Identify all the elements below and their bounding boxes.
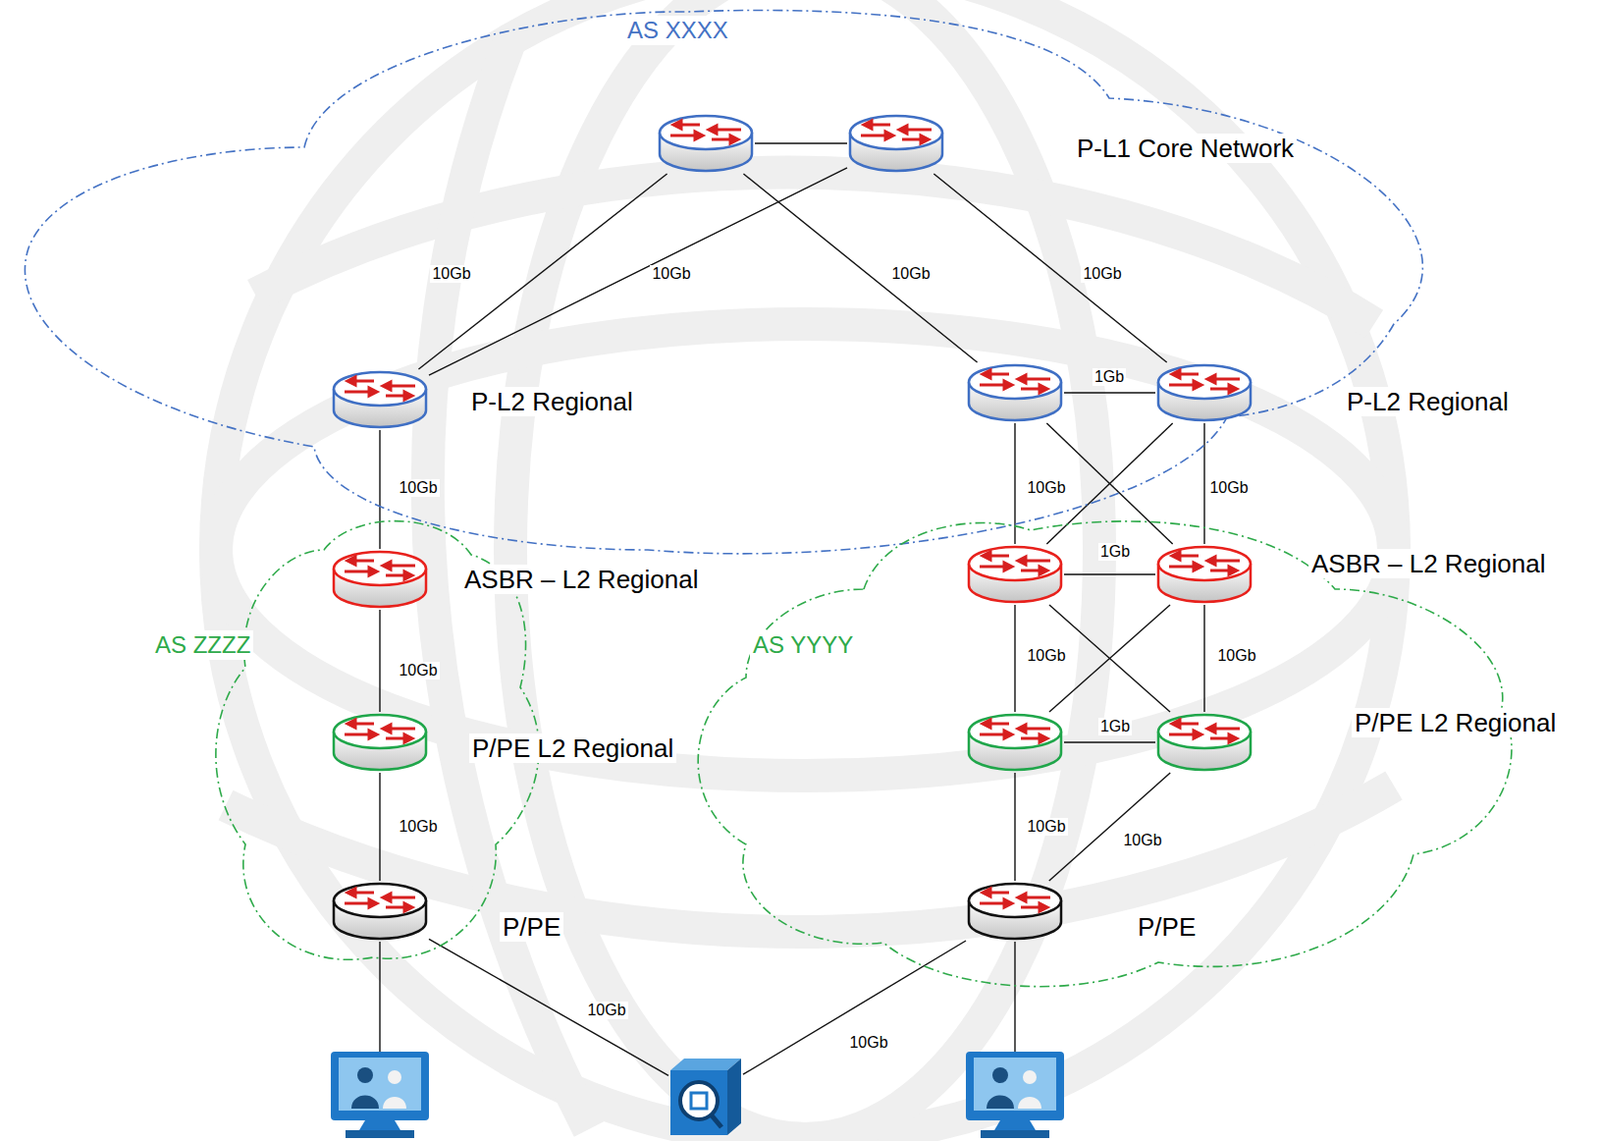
router: ASBR – L2 Regional bbox=[330, 548, 429, 610]
link-speed: 1Gb bbox=[1092, 368, 1126, 386]
network-link bbox=[743, 173, 977, 363]
link-speed: 10Gb bbox=[396, 479, 439, 497]
network-link bbox=[1064, 573, 1156, 575]
router bbox=[965, 362, 1065, 424]
link-speed: 10Gb bbox=[1120, 831, 1164, 850]
network-link bbox=[428, 167, 848, 375]
router-label: P-L2 Regional bbox=[1343, 386, 1512, 417]
network-link bbox=[743, 940, 966, 1074]
router: P/PE bbox=[330, 880, 429, 942]
router-icon bbox=[656, 112, 755, 174]
router bbox=[965, 711, 1065, 773]
network-link bbox=[418, 173, 667, 370]
router-icon bbox=[965, 880, 1065, 942]
workstation bbox=[325, 1051, 434, 1138]
link-speed: 10Gb bbox=[1080, 265, 1123, 283]
as-label: AS YYYY bbox=[749, 630, 856, 660]
router-label: P-L2 Regional bbox=[468, 386, 637, 417]
router-label: P/PE bbox=[1134, 911, 1199, 942]
network-link bbox=[933, 173, 1167, 363]
router-icon bbox=[965, 711, 1065, 773]
network-link bbox=[378, 429, 380, 549]
router bbox=[965, 543, 1065, 605]
router: P/PE bbox=[965, 880, 1065, 942]
router-icon bbox=[330, 548, 429, 610]
network-link bbox=[378, 941, 380, 1052]
router-icon bbox=[965, 362, 1065, 424]
as-label: AS XXXX bbox=[624, 15, 732, 46]
network-link bbox=[754, 142, 848, 144]
as-cloud: AS ZZZZ ASBR – L2 RegionalP/PE L2 Regiona… bbox=[137, 490, 550, 982]
network-link bbox=[1013, 772, 1015, 881]
link-speed: 1Gb bbox=[1098, 717, 1132, 736]
link-speed: 10Gb bbox=[1207, 479, 1250, 497]
network-link bbox=[428, 938, 669, 1075]
router-icon bbox=[330, 369, 429, 430]
router: ASBR – L2 Regional bbox=[1155, 543, 1254, 605]
network-link bbox=[1013, 604, 1015, 712]
monitor-probe bbox=[668, 1056, 744, 1137]
as-cloud: AS YYYY ASBR – L2 RegionalP/PE L2 Regiona… bbox=[667, 490, 1532, 1012]
as-label: AS ZZZZ bbox=[152, 630, 254, 660]
network-link bbox=[378, 772, 380, 881]
router bbox=[656, 112, 755, 174]
network-link bbox=[1013, 941, 1015, 1052]
network-link bbox=[1064, 391, 1156, 393]
workstation-icon bbox=[960, 1051, 1069, 1138]
router-label: ASBR – L2 Regional bbox=[1308, 548, 1548, 579]
router: P/PE L2 Regional bbox=[1155, 711, 1254, 773]
monitor-probe-icon bbox=[668, 1056, 744, 1137]
router: P-L2 Regional bbox=[1155, 362, 1254, 424]
link-speed: 10Gb bbox=[1024, 479, 1067, 497]
network-link bbox=[378, 609, 380, 712]
router-icon bbox=[847, 112, 946, 174]
router-icon bbox=[1155, 362, 1254, 424]
link-speed: 10Gb bbox=[1024, 817, 1067, 836]
router-label: P/PE L2 Regional bbox=[469, 733, 677, 763]
link-speed: 10Gb bbox=[847, 1033, 890, 1052]
router: P/PE L2 Regional bbox=[330, 711, 429, 773]
link-speed: 10Gb bbox=[1215, 646, 1258, 665]
link-speed: 10Gb bbox=[649, 265, 693, 283]
router-icon bbox=[965, 543, 1065, 605]
router: P-L2 Regional bbox=[330, 369, 429, 430]
link-speed: 1Gb bbox=[1098, 542, 1132, 561]
router-label: P/PE bbox=[499, 911, 564, 942]
link-speed: 10Gb bbox=[889, 265, 932, 283]
link-speed: 10Gb bbox=[429, 265, 473, 283]
router-icon bbox=[1155, 711, 1254, 773]
network-link bbox=[1064, 741, 1156, 743]
router: P-L1 Core Network bbox=[847, 112, 946, 174]
link-speed: 10Gb bbox=[396, 661, 439, 680]
router-label: ASBR – L2 Regional bbox=[461, 564, 701, 594]
router-label: P/PE L2 Regional bbox=[1351, 707, 1559, 738]
router-icon bbox=[330, 880, 429, 942]
router-icon bbox=[330, 711, 429, 773]
router-label: P-L1 Core Network bbox=[1073, 133, 1297, 163]
link-speed: 10Gb bbox=[396, 817, 439, 836]
network-link bbox=[1203, 604, 1205, 712]
network-link bbox=[1203, 423, 1205, 544]
link-speed: 10Gb bbox=[585, 1001, 628, 1019]
workstation bbox=[960, 1051, 1069, 1138]
workstation-icon bbox=[325, 1051, 434, 1138]
router-icon bbox=[1155, 543, 1254, 605]
link-speed: 10Gb bbox=[1024, 646, 1067, 665]
